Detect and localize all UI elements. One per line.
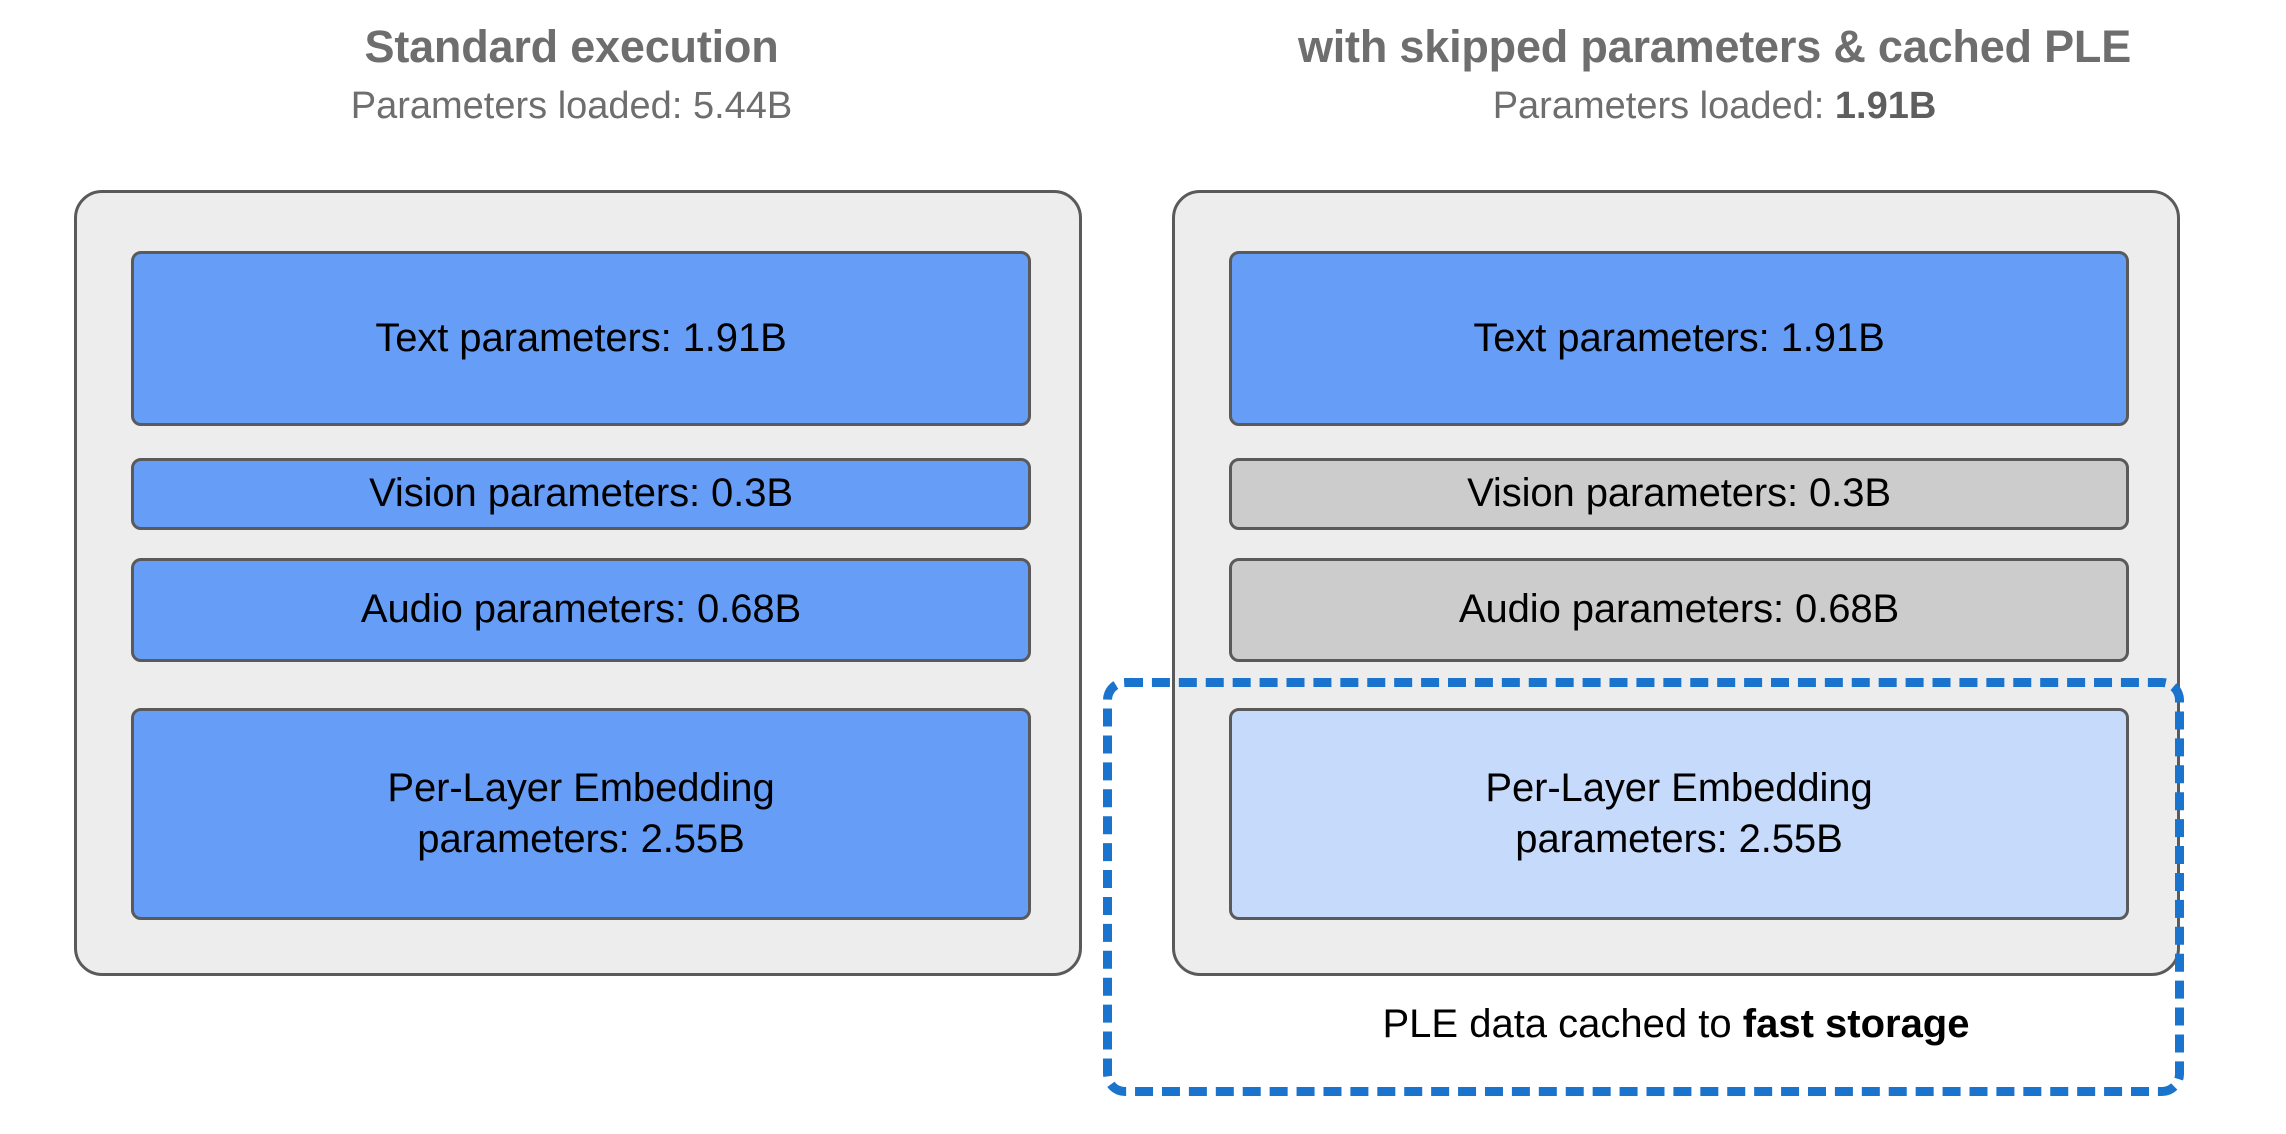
param-block-text-left[interactable]: Text parameters: 1.91B bbox=[131, 251, 1031, 426]
panel-title-right: with skipped parameters & cached PLE bbox=[1297, 21, 2132, 72]
panel-subtitle-left-prefix: Parameters loaded: bbox=[350, 84, 693, 127]
cache-caption-emphasis: fast storage bbox=[1742, 1002, 1970, 1046]
panel-heading-right: with skipped parameters & cached PLE Par… bbox=[1143, 22, 2286, 127]
cache-caption-prefix: PLE data cached to bbox=[1382, 1002, 1743, 1046]
panel-subtitle-left-value: 5.44B bbox=[692, 84, 793, 127]
panel-skipped-and-cached: with skipped parameters & cached PLE Par… bbox=[1103, 0, 2286, 1134]
panel-subtitle-right-value: 1.91B bbox=[1834, 84, 1937, 127]
param-block-vision-right[interactable]: Vision parameters: 0.3B bbox=[1229, 458, 2129, 530]
param-block-audio-right[interactable]: Audio parameters: 0.68B bbox=[1229, 558, 2129, 662]
panel-subtitle-left: Parameters loaded: 5.44B bbox=[0, 84, 1143, 128]
panel-standard-execution: Standard execution Parameters loaded: 5.… bbox=[0, 22, 1143, 976]
panel-heading-left: Standard execution Parameters loaded: 5.… bbox=[0, 22, 1143, 127]
cache-region-caption: PLE data cached to fast storage bbox=[1172, 1000, 2180, 1048]
param-block-audio-left[interactable]: Audio parameters: 0.68B bbox=[131, 558, 1031, 662]
panel-subtitle-right-prefix: Parameters loaded: bbox=[1492, 84, 1835, 127]
device-container-right: Text parameters: 1.91B Vision parameters… bbox=[1172, 190, 2180, 976]
device-container-left: Text parameters: 1.91B Vision parameters… bbox=[74, 190, 1082, 976]
param-block-vision-left[interactable]: Vision parameters: 0.3B bbox=[131, 458, 1031, 530]
panel-subtitle-right: Parameters loaded: 1.91B bbox=[1143, 84, 2286, 128]
param-block-text-right[interactable]: Text parameters: 1.91B bbox=[1229, 251, 2129, 426]
panel-title-left: Standard execution bbox=[364, 21, 779, 72]
